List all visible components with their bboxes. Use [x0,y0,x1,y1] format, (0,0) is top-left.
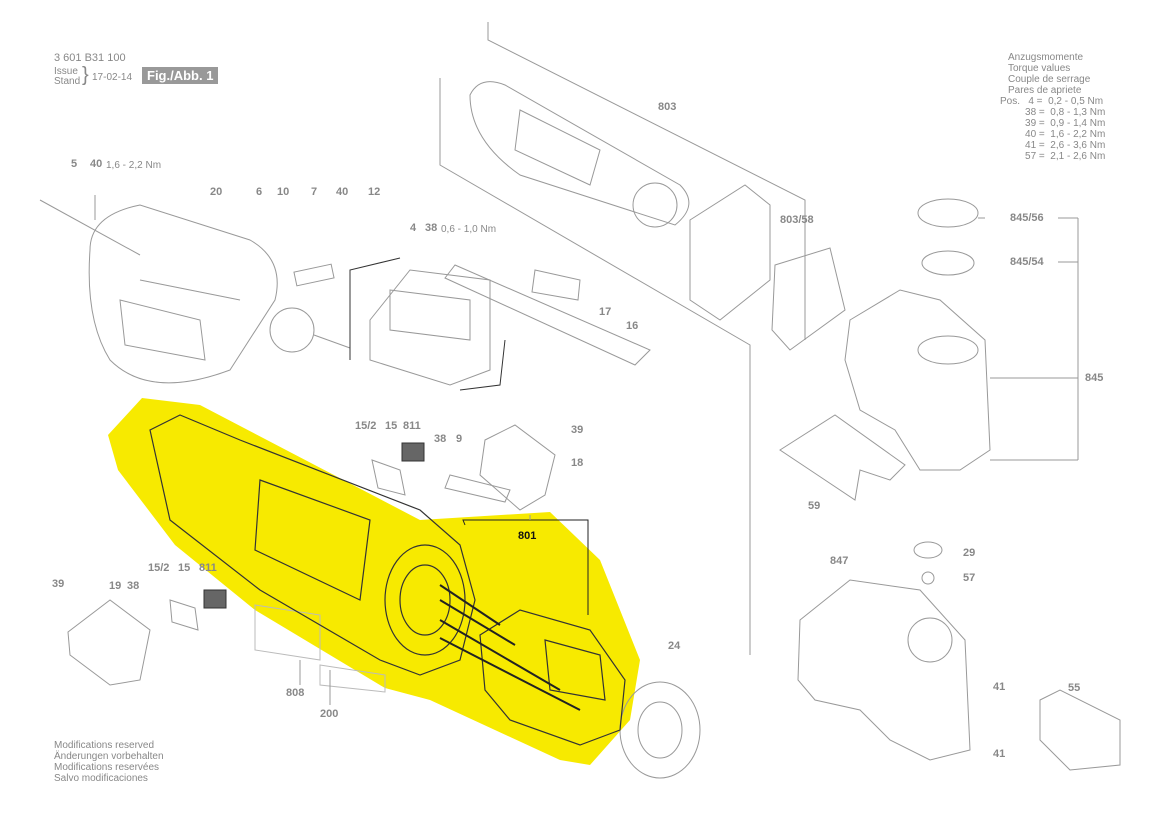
plug-29 [913,541,943,559]
button-17 [531,269,581,301]
switch-12 [369,269,491,386]
issue-brace: } [82,64,89,86]
highlight-region [108,398,640,765]
label-15-2b: 15/2 [148,562,170,574]
label-200: 200 [320,708,339,720]
motor-housing-801 [149,414,476,676]
slider-16 [444,264,651,366]
label-9: 9 [456,433,463,445]
label-811a: 811 [403,420,421,432]
label-59: 59 [808,500,821,512]
screw-57 [921,571,935,585]
label-20: 20 [210,186,223,198]
label-5: 5 [71,158,78,170]
label-18: 18 [571,457,584,469]
cap-845-56 [917,198,979,228]
issue-label: Issue [54,66,78,77]
label-24: 24 [668,640,681,652]
protective-plate-59 [779,414,906,501]
label-15-2a: 15/2 [355,420,377,432]
figure-label: Fig./Abb. 1 [142,67,219,84]
label-57: 57 [963,572,976,584]
part-number: 3 601 B31 100 [54,52,126,64]
label-811b: 811 [199,562,217,574]
label-39b: 39 [52,578,65,590]
label-10: 10 [277,186,290,198]
field-coil-801 [479,609,626,746]
stand-label: Stand [54,76,81,87]
issue-date: 17-02-14 [92,72,133,83]
label-19: 19 [109,580,122,592]
cover-18 [479,424,556,511]
label-845-56: 845/56 [1010,212,1044,224]
label-16: 16 [626,320,639,332]
torque-table: Anzugsmomente Torque values Couple de se… [1000,52,1106,162]
label-55: 55 [1068,682,1081,694]
modifications-note: Modifications reserved Änderungen vorbeh… [54,740,164,784]
armature-803 [469,81,690,226]
label-38c: 38 [127,580,140,592]
spring-845-54 [921,250,975,276]
label-803: 803 [658,101,677,113]
label-41b: 41 [993,748,1006,760]
label-12: 12 [368,186,381,198]
label-845: 845 [1085,372,1104,384]
label-803-58: 803/58 [780,214,814,226]
ring-24 [619,681,701,779]
label-38a: 38 [425,222,438,234]
label-17: 17 [599,306,612,318]
guide-line-top [487,22,806,340]
label-801: 801 [518,530,537,542]
label-847: 847 [830,555,849,567]
cover-19 [67,599,151,686]
label-808: 808 [286,687,305,699]
label-40b: 40 [336,186,349,198]
label-40a: 40 [90,158,103,170]
label-39a: 39 [571,424,584,436]
torque-38a: 0,6 - 1,0 Nm [441,224,497,235]
label-38b: 38 [434,433,447,445]
torque-40a: 1,6 - 2,2 Nm [106,160,162,171]
housing-847 [797,579,971,761]
bearing-plate-803-58 [689,184,771,321]
gear-head-845 [844,289,991,471]
cover-55 [1039,689,1121,771]
label-4: 4 [410,222,417,234]
label-845-54: 845/54 [1010,256,1044,268]
label-15b: 15 [178,562,191,574]
label-7: 7 [311,186,318,198]
label-29: 29 [963,547,976,559]
label-41a: 41 [993,681,1006,693]
motor-cover-20 [88,204,278,384]
bearing-10 [269,307,315,353]
guide-line-mid [439,78,751,655]
label-6: 6 [256,186,263,198]
label-15a: 15 [385,420,398,432]
